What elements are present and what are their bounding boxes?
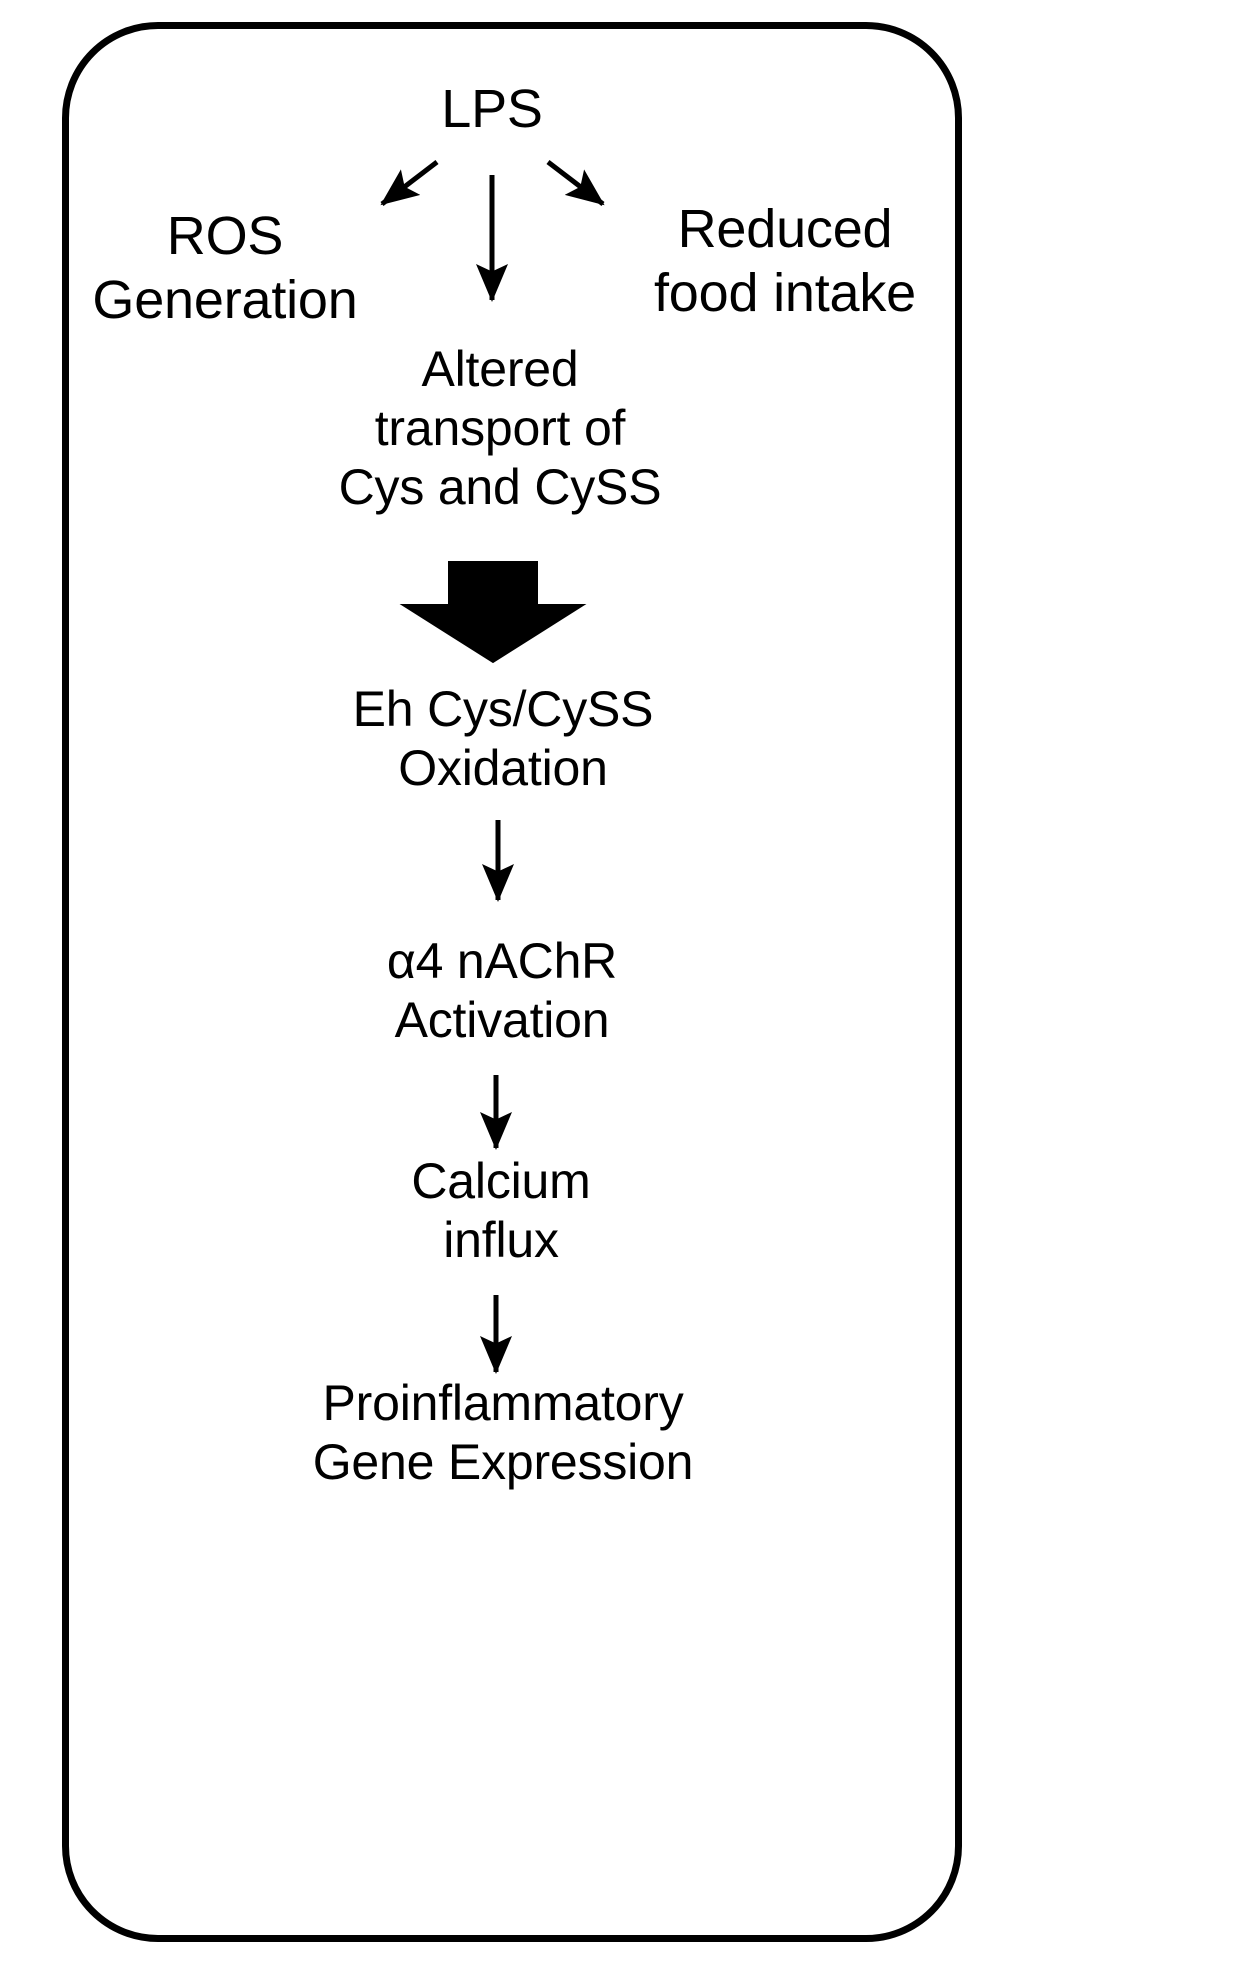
node-altered-transport: Altered transport of Cys and CySS <box>338 341 662 515</box>
node-ros-generation: ROS Generation <box>92 206 358 330</box>
diagram-border-frame <box>62 22 962 1942</box>
node-alpha4-nachr-activation: α4 nAChR Activation <box>386 933 618 1048</box>
node-proinflammatory-gene-expression: Proinflammatory Gene Expression <box>312 1375 694 1490</box>
node-eh-cys-cyss-oxidation: Eh Cys/CySS Oxidation <box>352 681 654 796</box>
node-reduced-food-intake: Reduced food intake <box>654 199 916 323</box>
node-calcium-influx: Calcium influx <box>411 1153 591 1268</box>
node-lps: LPS <box>441 79 543 139</box>
